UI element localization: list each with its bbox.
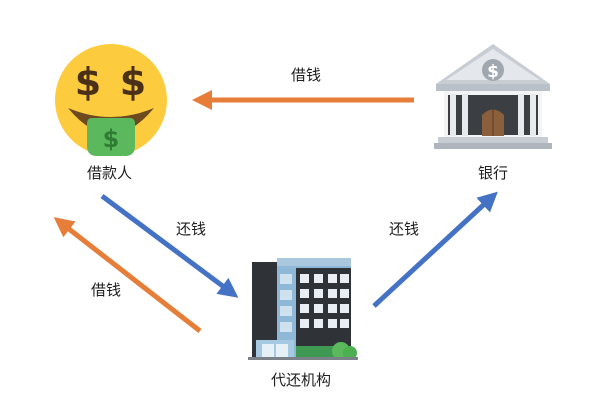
node-label-agency: 代还机构 — [271, 371, 332, 389]
svg-text:$: $ — [120, 60, 146, 104]
arrow-agency-to-borrower — [53, 217, 202, 333]
office-building-icon — [248, 258, 358, 360]
svg-text:$: $ — [487, 62, 499, 82]
arrow-agency-to-bank — [372, 191, 498, 308]
edge-label-agency-to-bank: 还钱 — [389, 220, 420, 238]
edge-label-borrower-to-agency: 还钱 — [176, 220, 207, 238]
money-face-icon: $ $ $ — [55, 44, 167, 156]
edge-label-bank-to-borrower: 借钱 — [291, 66, 322, 84]
arrow-borrower-to-agency — [100, 193, 239, 298]
node-label-bank: 银行 — [478, 164, 509, 182]
svg-text:$: $ — [103, 125, 120, 153]
bank-icon: $ — [434, 44, 552, 149]
node-label-borrower: 借款人 — [87, 164, 133, 182]
edge-label-agency-to-borrower: 借钱 — [91, 281, 122, 299]
svg-text:$: $ — [75, 60, 101, 104]
